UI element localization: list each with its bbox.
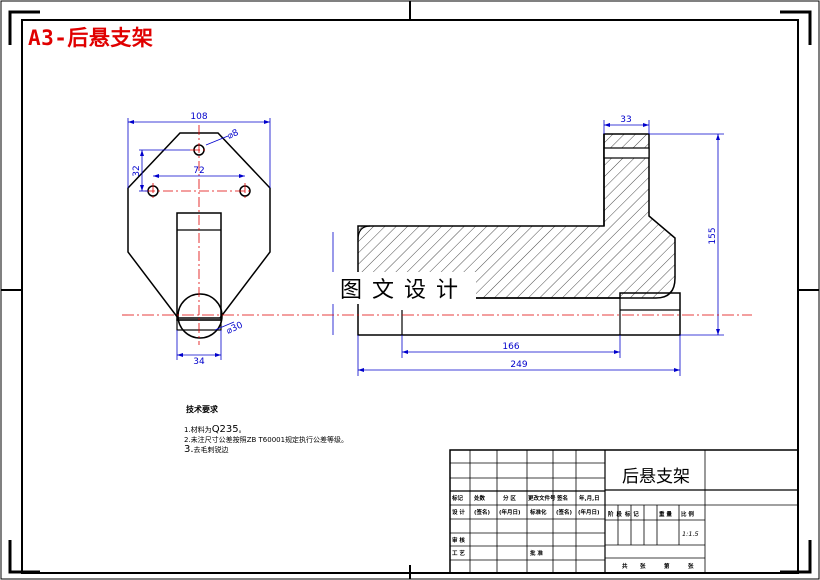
front-view: 108 72 32 ⌀8 ⌀30 34 <box>127 112 271 367</box>
tb-mark: 标记 <box>452 496 464 502</box>
tb-stage-mark: 阶 段 标 记 <box>608 512 640 518</box>
tb-weight: 重 量 <box>659 512 672 518</box>
dim-top-width: 33 <box>620 115 631 125</box>
tb-standard: 标准化 <box>530 510 547 516</box>
tech-note-2: 2.未注尺寸公差按照ZB T60001规定执行公差等级。 <box>184 436 349 444</box>
dim-overall-width: 108 <box>190 112 207 122</box>
dim-height: 155 <box>708 227 718 244</box>
sheet-title: A3-后悬支架 <box>28 26 154 50</box>
tech-notes-heading: 技术要求 <box>186 405 218 414</box>
side-view: 33 155 166 249 <box>332 115 724 376</box>
front-view-plate <box>127 132 271 319</box>
dim-hole-spacing: 72 <box>193 166 204 176</box>
tech-note-3: 3.去毛刺锐边 <box>184 444 229 455</box>
tb-design-sign: (签名) <box>474 510 491 516</box>
tb-process: 工 艺 <box>452 551 465 557</box>
tb-change-doc: 更改文件号 <box>528 496 556 502</box>
tech-note-1: 1.材料为Q235。 <box>184 424 246 435</box>
watermark: 图文设计 <box>332 272 477 304</box>
dim-overall-length: 249 <box>510 360 527 370</box>
tb-standard-sign: (签名) <box>556 510 573 516</box>
tb-count: 处数 <box>474 496 486 502</box>
title-block <box>449 449 799 574</box>
tb-zone: 分 区 <box>503 496 516 502</box>
dim-lug-width: 34 <box>193 357 205 367</box>
tb-design-date: (年月日) <box>499 510 521 516</box>
tb-signature: 签名 <box>557 496 569 502</box>
tb-number: 第 <box>664 564 670 570</box>
tech-notes: 技术要求 1.材料为Q235。 2.未注尺寸公差按照ZB T60001规定执行公… <box>184 404 348 455</box>
part-name: 后悬支架 <box>622 467 690 487</box>
tb-sheets-1: 张 <box>640 564 646 570</box>
tb-sheets-2: 张 <box>688 564 694 570</box>
dim-vertical: 32 <box>132 165 142 176</box>
tb-standard-date: (年月日) <box>578 510 600 516</box>
tb-date: 年,月,日 <box>579 496 600 502</box>
dim-bottom-dia: ⌀30 <box>225 320 245 336</box>
dim-inner-length: 166 <box>502 342 519 352</box>
tb-scale-value: 1:1.5 <box>682 530 699 538</box>
tb-design: 设 计 <box>452 510 465 516</box>
tb-review: 审 核 <box>452 538 465 544</box>
tb-scale-label: 比 例 <box>681 512 694 518</box>
front-bottom-boss <box>177 293 223 339</box>
dim-top-hole: ⌀8 <box>226 128 241 142</box>
tb-approve: 批 准 <box>530 551 543 557</box>
tb-total: 共 <box>622 564 628 570</box>
